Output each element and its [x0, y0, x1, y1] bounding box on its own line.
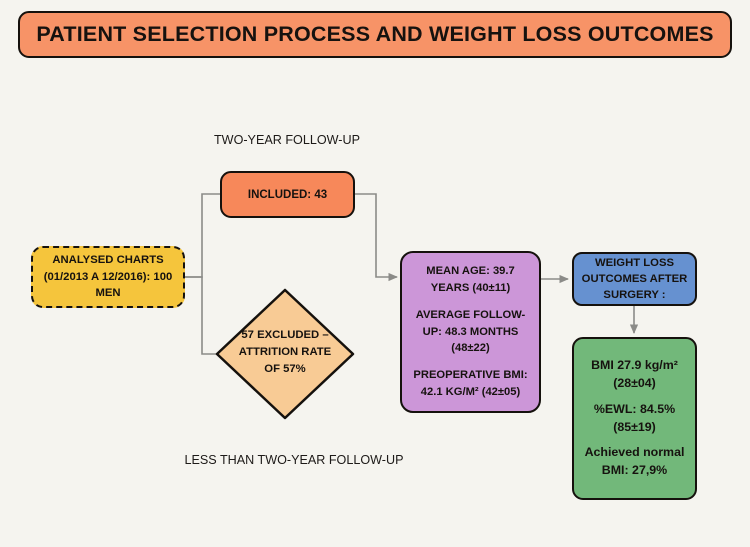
stat-mean-age: MEAN AGE: 39.7 YEARS (40±11) — [426, 265, 515, 294]
connector-included-to-stats — [355, 193, 398, 282]
result-ewl: %EWL: 84.5% (85±19) — [593, 401, 676, 434]
page-title: PATIENT SELECTION PROCESS AND WEIGHT LOS… — [18, 11, 732, 58]
label-two-year-follow-up: TWO-YEAR FOLLOW-UP — [213, 133, 360, 147]
result-bmi: BMI 27.9 kg/m² (28±04) — [591, 357, 678, 390]
node-weight-loss-outcomes-header: WEIGHT LOSS OUTCOMES AFTER SURGERY : — [572, 252, 697, 306]
node-excluded: 57 EXCLUDED – ATTRITION RATE OF 57% — [214, 287, 356, 421]
node-excluded-label: 57 EXCLUDED – ATTRITION RATE OF 57% — [238, 329, 332, 375]
node-patient-stats: MEAN AGE: 39.7 YEARS (40±11) AVERAGE FOL… — [400, 251, 541, 413]
connector-analysed-to-included — [185, 193, 220, 278]
stat-preoperative-bmi: PREOPERATIVE BMI: 42.1 KG/M² (42±05) — [413, 369, 528, 398]
diamond-shape — [215, 288, 355, 420]
result-achieved-normal-bmi: Achieved normal BMI: 27,9% — [584, 445, 685, 478]
node-included: INCLUDED: 43 — [220, 171, 355, 218]
connector-analysed-to-excluded — [185, 276, 216, 355]
label-less-than-two-year-follow-up: LESS THAN TWO-YEAR FOLLOW-UP — [184, 453, 404, 467]
node-weight-loss-results: BMI 27.9 kg/m² (28±04) %EWL: 84.5% (85±1… — [572, 337, 697, 500]
node-analysed-charts: ANALYSED CHARTS (01/2013 A 12/2016): 100… — [31, 246, 185, 308]
stat-average-follow-up: AVERAGE FOLLOW-UP: 48.3 MONTHS (48±22) — [415, 308, 526, 355]
